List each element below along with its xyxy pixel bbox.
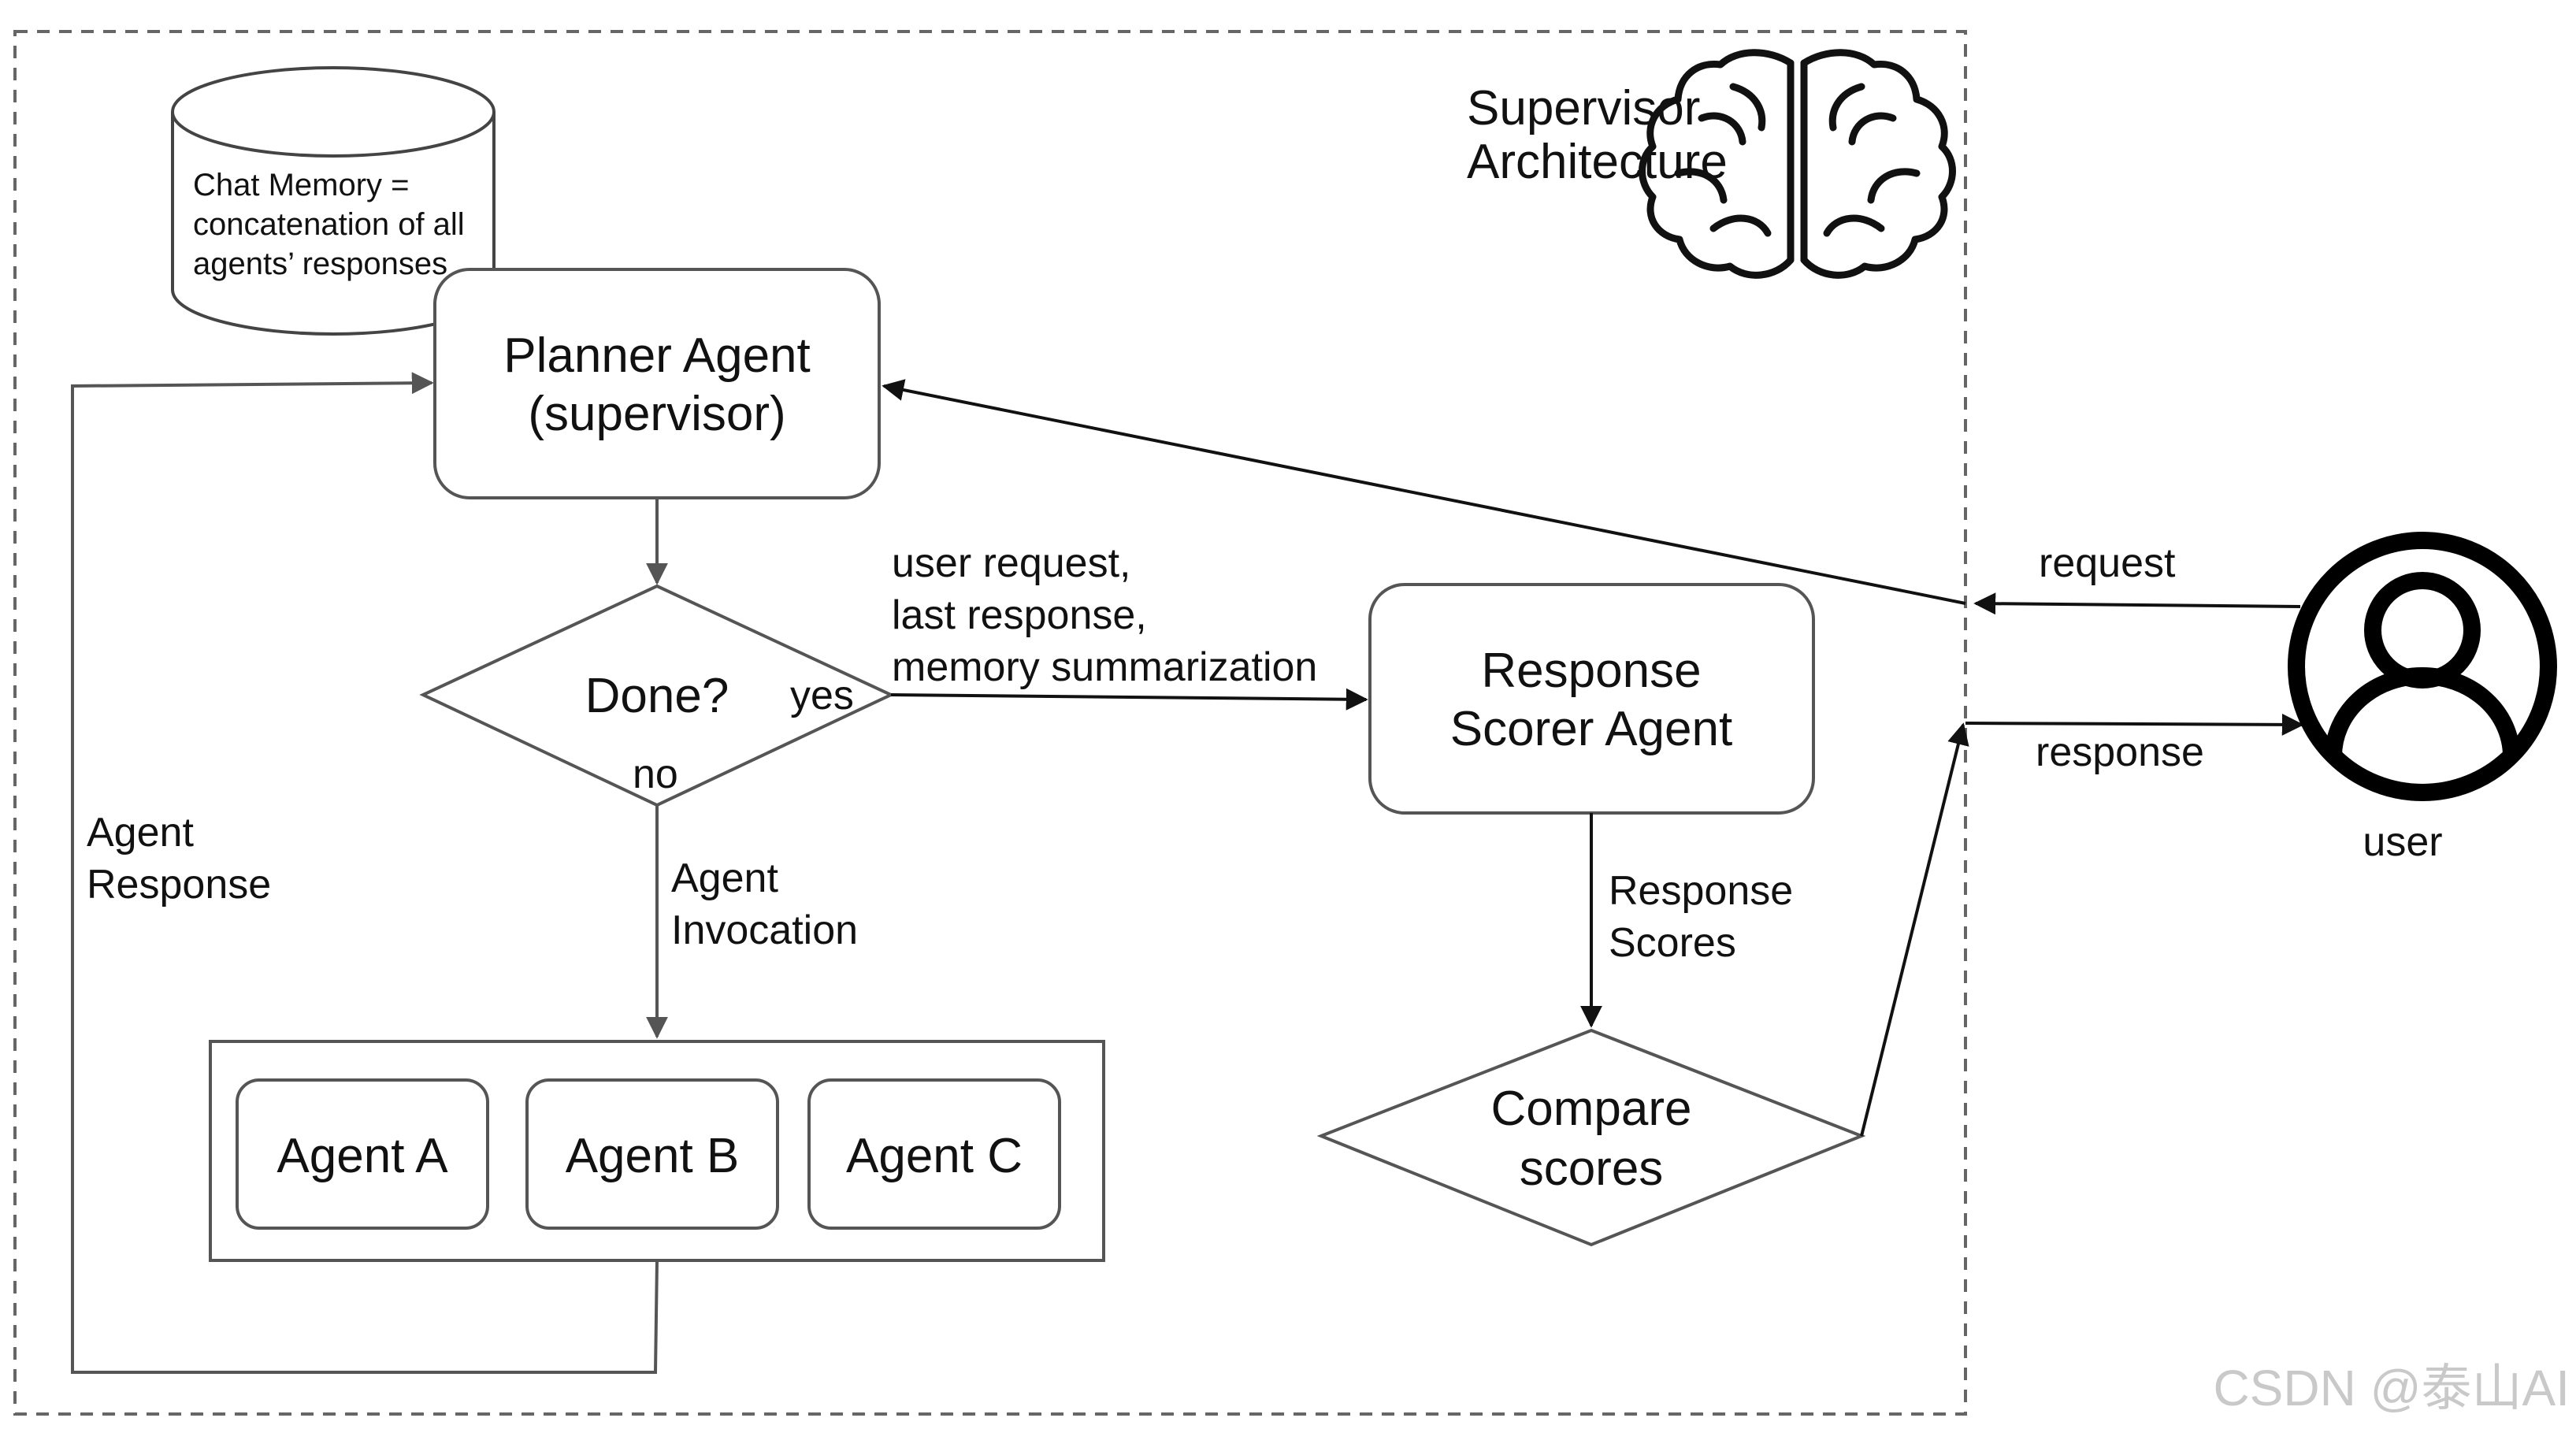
agent-response-label-1: Agent (87, 810, 194, 856)
agent-invocation-label-1: Agent (671, 856, 778, 901)
response-scorer-agent-node (1368, 583, 1815, 815)
brain-icon (1639, 49, 1956, 279)
done-yes-label: yes (790, 673, 854, 718)
agent-b-label: Agent B (566, 1129, 740, 1183)
agent-invocation-label-2: Invocation (671, 908, 858, 953)
edge-to-scorer-label-2: last response, (892, 592, 1147, 638)
user-label: user (2363, 819, 2442, 865)
response-scorer-label-1: Response (1481, 644, 1701, 698)
compare-scores-label-2: scores (1520, 1141, 1664, 1196)
response-scorer-label-2: Scorer Agent (1450, 702, 1732, 756)
done-decision-label: Done? (585, 669, 729, 723)
edge-request-to-planner (882, 379, 1966, 605)
supervisor-boundary (13, 30, 1967, 1416)
edge-compare-to-boundary (1860, 722, 1969, 1137)
agent-a-label: Agent A (277, 1129, 448, 1183)
agent-c-node (807, 1078, 1061, 1230)
chat-memory-text-2: concatenation of all (193, 207, 465, 242)
response-label: response (2036, 729, 2204, 775)
compare-scores-node (1316, 1028, 1866, 1247)
watermark: CSDN @泰山AI (2213, 1360, 2570, 1416)
edge-done-to-scorer (890, 688, 1368, 711)
request-arrow (1973, 592, 2301, 615)
response-scores-label-1: Response (1609, 868, 1793, 914)
response-scores-label-2: Scores (1609, 920, 1736, 966)
edge-agents-to-planner (71, 372, 659, 1374)
request-label: request (2039, 540, 2176, 586)
title-line-2: Architecture (1467, 135, 1728, 189)
edge-to-scorer-label-1: user request, (892, 540, 1131, 586)
edge-to-scorer-label-3: memory summarization (892, 644, 1317, 690)
planner-agent-node (433, 268, 881, 499)
agent-c-label: Agent C (846, 1129, 1023, 1183)
planner-agent-label-1: Planner Agent (503, 328, 811, 383)
done-no-label: no (633, 752, 678, 797)
chat-memory-text-3: agents’ responses (193, 247, 447, 281)
user-icon (2288, 532, 2557, 801)
planner-agent-label-2: (supervisor) (528, 387, 785, 441)
chat-memory-text-1: Chat Memory = (193, 168, 410, 202)
compare-scores-label-1: Compare (1491, 1082, 1692, 1136)
agent-b-node (525, 1078, 779, 1230)
agent-response-label-2: Response (87, 862, 271, 908)
response-arrow (1965, 713, 2304, 736)
agent-a-node (236, 1078, 489, 1230)
